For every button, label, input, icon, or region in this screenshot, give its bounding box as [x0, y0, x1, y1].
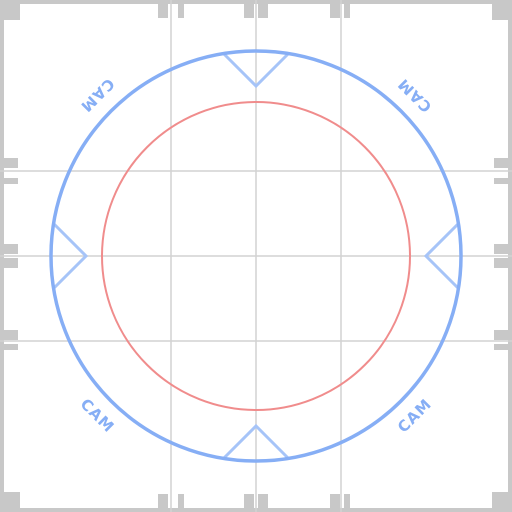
marker-right	[423, 222, 460, 290]
marker-bottom	[222, 423, 290, 460]
marker-top	[222, 52, 290, 89]
inner-ring	[101, 101, 411, 411]
outer-ring	[49, 49, 463, 463]
marker-left	[52, 222, 89, 290]
direction-markers	[52, 52, 460, 460]
